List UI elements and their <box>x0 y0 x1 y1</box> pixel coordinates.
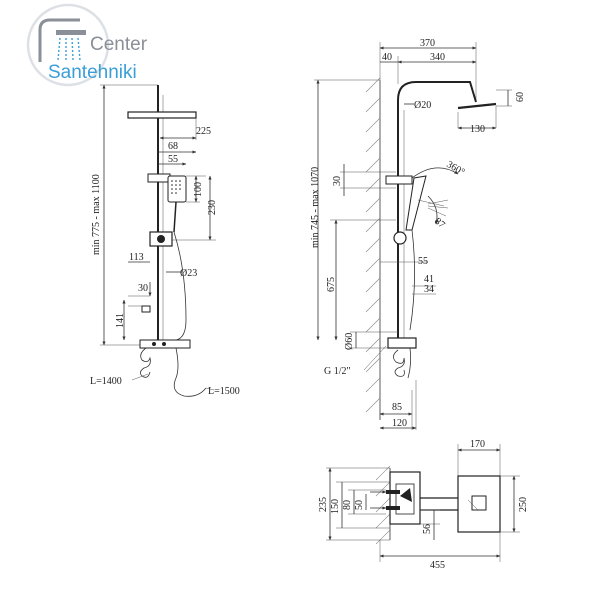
bottom-view: 170 235 150 80 50 <box>318 439 529 571</box>
front-pipe-d23: Ø23 <box>180 268 197 279</box>
wall-hatch <box>365 77 381 420</box>
bottom-plate-height: 250 <box>518 497 529 512</box>
shower-head-icon <box>38 18 86 62</box>
bottom-height-56: 56 <box>422 524 433 534</box>
brand-logo: Center Santehniki <box>26 3 148 87</box>
side-arm-d20: Ø20 <box>414 100 431 111</box>
front-holder-55: 55 <box>168 154 178 165</box>
logo-line-1: Center <box>90 34 148 55</box>
side-mixer-55: 55 <box>418 256 428 267</box>
arrow-icon <box>370 490 387 510</box>
spray-icon <box>427 199 449 217</box>
side-depth-85: 85 <box>392 402 402 413</box>
front-spout-30: 30 <box>138 283 148 294</box>
side-view: 370 40 340 Ø20 130 09 360° min 745 - max… <box>310 38 524 430</box>
bottom-height-235: 235 <box>318 497 329 512</box>
side-height-range: min 745 - max 1070 <box>310 167 321 248</box>
side-connection-60: Ø60 <box>344 333 355 350</box>
front-view: min 775 - max 1100 225 68 55 100 230 <box>90 84 240 397</box>
side-mixer-knob <box>393 231 407 245</box>
side-depth-120: 120 <box>392 418 407 429</box>
front-mixer-113: 113 <box>129 252 144 263</box>
front-height-label: min 775 - max 1100 <box>91 174 102 255</box>
side-outlet-675: 675 <box>326 277 337 292</box>
bottom-plate-width: 170 <box>470 439 485 450</box>
front-hand-230: 230 <box>207 200 218 215</box>
front-hose-l1500: L=1500 <box>208 386 240 397</box>
front-hose-141: 141 <box>115 313 126 328</box>
front-head-width: 225 <box>196 126 211 137</box>
bottom-height-80: 80 <box>342 500 353 510</box>
side-outlet-41: 41 <box>424 274 434 285</box>
side-head-width: 130 <box>470 124 485 135</box>
side-bottom-outlet <box>387 337 417 349</box>
side-total-width: 370 <box>420 38 435 49</box>
logo-line-2: Santehniki <box>48 62 137 83</box>
front-shower-head <box>127 111 197 119</box>
front-hand-100: 100 <box>193 182 204 197</box>
side-holder-30: 30 <box>332 176 343 186</box>
front-hand-shower <box>167 175 187 203</box>
side-coil-hose <box>393 349 405 377</box>
bottom-height-50: 50 <box>354 500 365 510</box>
front-coil-hose <box>140 347 151 378</box>
side-head-height: 09 <box>513 92 524 102</box>
side-thread: G 1/2" <box>324 366 351 377</box>
side-hand-angle: 87 <box>432 216 447 231</box>
side-outlet-34: 34 <box>424 284 434 295</box>
side-riser-and-arm <box>397 81 477 340</box>
bottom-total-width: 455 <box>430 560 445 571</box>
bottom-spindle <box>420 497 461 511</box>
side-arm-length: 340 <box>430 52 445 63</box>
side-wall-offset: 40 <box>382 52 392 63</box>
logo-ring <box>26 3 110 87</box>
side-rotation: 360° <box>445 159 467 178</box>
front-holder-68: 68 <box>168 141 178 152</box>
bottom-height-150: 150 <box>330 499 341 514</box>
front-hose-l1400: L=1400 <box>90 376 122 387</box>
